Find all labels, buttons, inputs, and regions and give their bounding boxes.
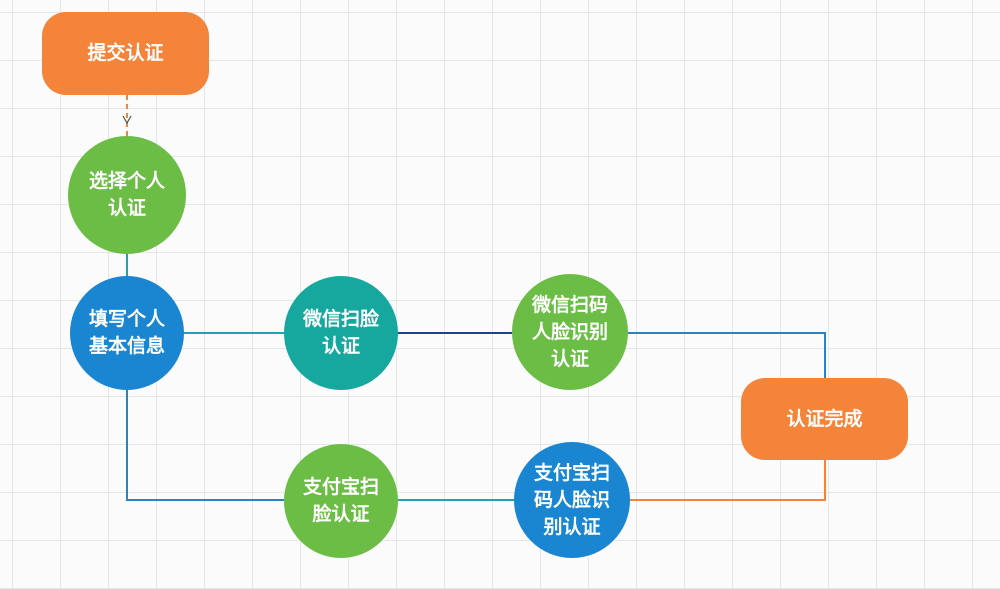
node-select-personal-label: 选择个人 认证: [88, 170, 165, 219]
node-fill-info-label: 填写个人 基本信息: [88, 308, 165, 357]
node-wechat-face-label: 微信扫脸 认证: [302, 308, 379, 357]
node-submit: 提交认证: [42, 12, 209, 95]
node-submit-label: 提交认证: [87, 42, 164, 64]
node-alipay-face: 支付宝扫 脸认证: [284, 444, 398, 558]
node-done-label: 认证完成: [786, 407, 863, 430]
node-alipay-qr-face: 支付宝扫 码人脸识 别认证: [514, 442, 630, 558]
arrowhead-icon: [122, 115, 132, 125]
node-done: 认证完成: [741, 378, 908, 460]
node-fill-info: 填写个人 基本信息: [70, 276, 184, 390]
node-select-personal: 选择个人 认证: [68, 136, 186, 254]
edge-fill-to-alipay: [126, 390, 284, 501]
node-alipay-qr-face-label: 支付宝扫 码人脸识 别认证: [533, 461, 610, 538]
node-wechat-qr-face-label: 微信扫码 人脸识别 认证: [531, 293, 608, 370]
node-alipay-face-label: 支付宝扫 脸认证: [302, 476, 379, 525]
node-wechat-face: 微信扫脸 认证: [284, 276, 398, 390]
edge-wechat-qr-to-done: [628, 332, 826, 378]
edge-alipay-qr-to-done: [630, 460, 826, 501]
node-wechat-qr-face: 微信扫码 人脸识别 认证: [512, 274, 628, 390]
